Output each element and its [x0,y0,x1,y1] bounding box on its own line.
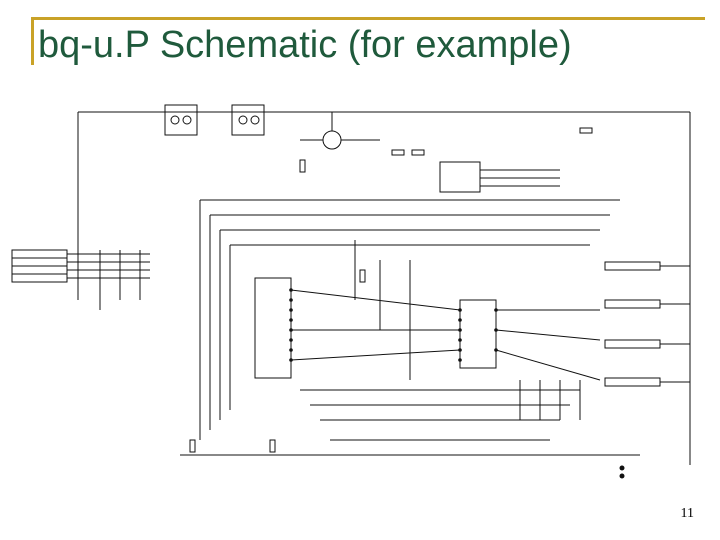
transistor [322,130,342,150]
main-ic-left [254,277,292,379]
right-output-4 [604,377,661,387]
upper-ic [439,161,481,193]
right-output-1 [604,261,661,271]
left-accent-rule [31,17,34,65]
right-output-2 [604,299,661,309]
main-ic-right [459,299,497,369]
schematic-diagram [11,104,691,479]
top-ic-2 [231,104,265,136]
top-accent-rule [31,17,705,20]
top-ic-1 [164,104,198,136]
slide-title: bq-u.P Schematic (for example) [38,24,572,66]
right-output-3 [604,339,661,349]
page-number: 11 [680,506,694,521]
